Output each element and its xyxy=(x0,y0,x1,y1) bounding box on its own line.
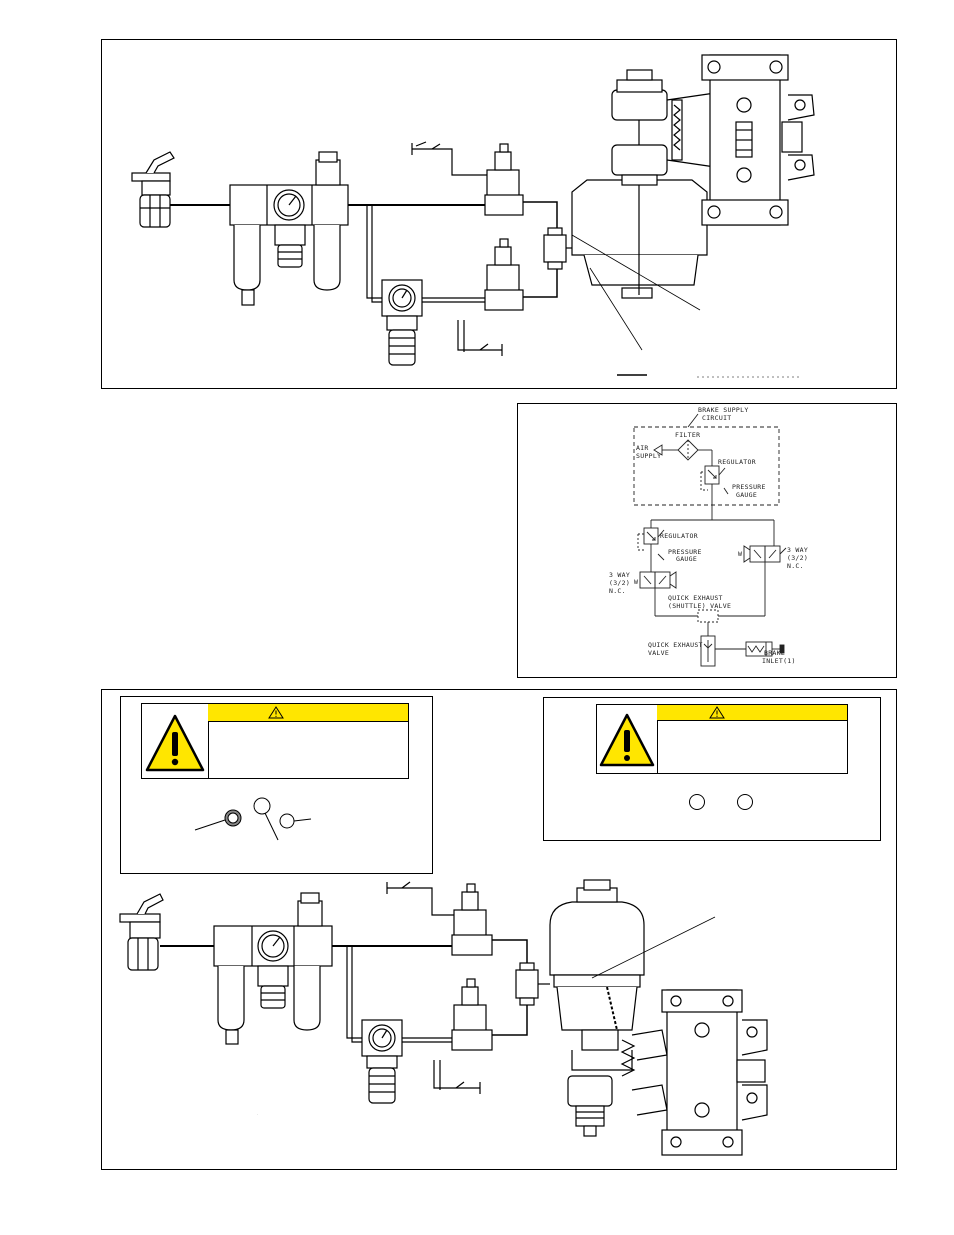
caliper-bracket xyxy=(631,989,768,1156)
caliper-assembly xyxy=(611,54,815,226)
label-w-left: W xyxy=(634,578,638,586)
label-air: AIR xyxy=(636,444,649,452)
label-brake: BRAKE xyxy=(764,649,785,657)
exclamation-triangle-icon xyxy=(599,713,655,767)
label-3way-left-3: N.C. xyxy=(609,587,626,595)
upper-solenoid-valve xyxy=(451,883,493,956)
pneumatic-schematic-panel: BRAKE SUPPLY CIRCUIT FILTER AIR SUPPLY R… xyxy=(517,403,897,678)
warning-box-right xyxy=(543,697,881,841)
pneumatic-schematic: BRAKE SUPPLY CIRCUIT FILTER AIR SUPPLY R… xyxy=(609,406,808,667)
warning-box-left xyxy=(120,696,433,874)
label-quick-exhaust-shuttle-1: QUICK EXHAUST xyxy=(668,594,723,602)
label-inlet: INLET(1) xyxy=(762,657,796,665)
filter-regulator-lubricator-unit xyxy=(213,892,333,1045)
warning-header-left xyxy=(208,704,408,722)
small-regulator xyxy=(381,279,423,366)
lower-solenoid-valve xyxy=(451,978,493,1051)
upper-solenoid-valve xyxy=(484,143,524,216)
label-filter: FILTER xyxy=(675,431,700,439)
label-brake-supply-1: BRAKE SUPPLY xyxy=(698,406,749,414)
label-gauge-top: GAUGE xyxy=(736,491,757,499)
label-3way-left-2: (3/2) xyxy=(609,579,630,587)
warning-icon-cell-right xyxy=(597,705,658,773)
bottom-installation-diagram-panel: . xyxy=(101,689,897,1170)
shuttle-valve-symbol xyxy=(697,609,719,623)
label-3way-right-3: N.C. xyxy=(787,562,804,570)
label-brake-supply-2: CIRCUIT xyxy=(702,414,732,422)
brake-supply-circuit-box xyxy=(633,426,780,506)
top-installation-diagram-panel xyxy=(101,39,897,389)
quick-exhaust-valve-symbol xyxy=(700,635,716,667)
small-regulator xyxy=(361,1019,403,1104)
label-pressure-top: PRESSURE xyxy=(732,483,766,491)
label-3way-right-1: 3 WAY xyxy=(787,546,808,554)
label-3way-left-1: 3 WAY xyxy=(609,571,630,579)
top-installation-drawing xyxy=(131,54,815,378)
brake-actuator xyxy=(571,120,708,299)
label-supply: SUPPLY xyxy=(636,452,661,460)
small-warning-triangle-icon xyxy=(709,706,725,719)
fitting-o-rings-left xyxy=(194,797,312,841)
label-quick-exhaust-valve-2: VALVE xyxy=(648,649,669,657)
foot-pedal-valve xyxy=(131,151,175,228)
bottom-installation-drawing: . xyxy=(119,879,768,1156)
label-w-right: W xyxy=(738,550,742,558)
label-regulator-top: REGULATOR xyxy=(718,458,756,466)
label-pressure-left: PRESSURE xyxy=(668,548,702,556)
fitting-o-rings-right xyxy=(689,794,753,810)
filter-symbol xyxy=(677,439,699,461)
label-3way-right-2: (3/2) xyxy=(787,554,808,562)
small-warning-triangle-icon xyxy=(268,706,284,719)
lower-solenoid-valve xyxy=(484,238,524,311)
exclamation-triangle-icon xyxy=(145,714,205,772)
label-gauge-left: GAUGE xyxy=(676,555,697,563)
label-quick-exhaust-shuttle-2: (SHUTTLE) VALVE xyxy=(668,602,731,610)
label-quick-exhaust-valve-1: QUICK EXHAUST xyxy=(648,641,703,649)
foot-pedal-valve xyxy=(119,893,164,971)
spring-brake-actuator xyxy=(549,879,645,1137)
label-regulator-left: REGULATOR xyxy=(660,532,698,540)
regulator-top-symbol xyxy=(704,465,720,485)
warning-header-right xyxy=(657,705,847,721)
warning-icon-cell-left xyxy=(142,704,209,778)
shuttle-valve xyxy=(515,962,550,1006)
filter-regulator-lubricator-unit xyxy=(229,151,349,306)
warning-label-right xyxy=(596,704,848,774)
warning-label-left xyxy=(141,703,409,779)
svg-text:.: . xyxy=(257,1111,258,1116)
shuttle-valve xyxy=(543,227,572,270)
